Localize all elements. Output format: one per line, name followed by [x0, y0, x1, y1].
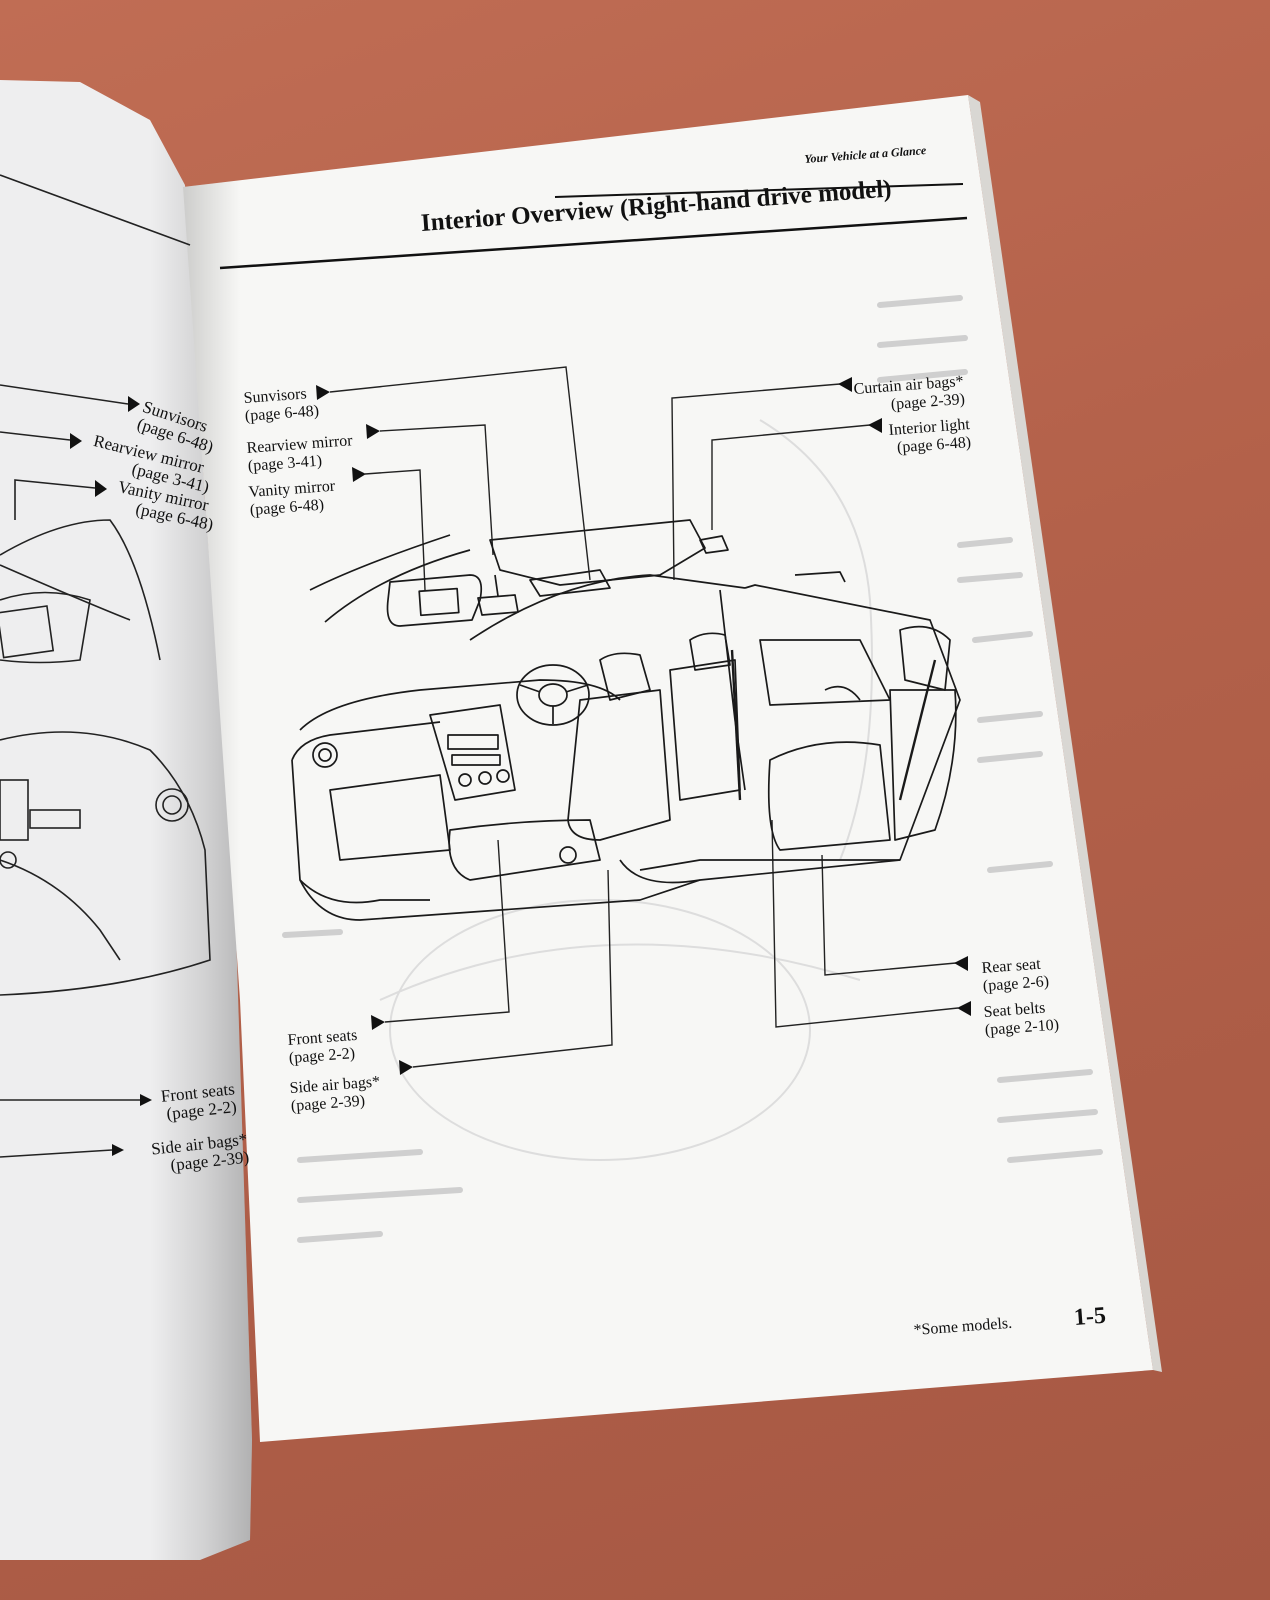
steering-wheel: [516, 664, 590, 726]
header-rule: [219, 216, 968, 270]
seat-belt-rear: [898, 659, 937, 801]
leader-lines: [329, 366, 959, 1068]
sunvisor-shape: [386, 574, 483, 627]
header-underline: [554, 183, 964, 198]
callout-side-air-bags: Side air bags* (page 2-39): [289, 1073, 382, 1116]
dashboard-top: [299, 679, 621, 731]
headrest-rear: [899, 625, 951, 691]
callout-rear-seat: Rear seat (page 2-6): [981, 955, 1050, 996]
interior-light-shape: [699, 535, 729, 554]
windshield-edge: [309, 534, 451, 591]
show-through-ghost: [282, 295, 1103, 1243]
callout-interior-light: Interior light (page 6-48): [888, 416, 972, 458]
leader-arrows: [316, 377, 971, 1075]
front-seat-cushion: [448, 819, 601, 881]
front-seat-back: [567, 689, 671, 841]
headrest-front: [599, 652, 651, 701]
floor-line: [299, 879, 701, 921]
seat-belt-front: [730, 649, 742, 801]
rearview-mirror-shape: [477, 594, 519, 616]
rear-seat-back: [889, 689, 957, 841]
glovebox: [329, 774, 451, 861]
callout-front-seats: Front seats (page 2-2): [287, 1027, 359, 1068]
b-pillar: [719, 589, 746, 791]
callout-seat-belts: Seat belts (page 2-10): [983, 999, 1060, 1040]
page-number: 1-5: [1073, 1302, 1107, 1331]
show-through-shape: [379, 419, 873, 1161]
roof-panel: [489, 519, 706, 586]
callout-vanity-mirror: Vanity mirror (page 6-48): [248, 478, 337, 520]
center-stack: [429, 704, 516, 801]
rear-seat-cushion: [767, 741, 891, 851]
left-page-header-rule: [0, 174, 191, 246]
car-interior-drawing: [291, 519, 961, 921]
callout-sunvisors: Sunvisors (page 6-48): [243, 385, 320, 426]
